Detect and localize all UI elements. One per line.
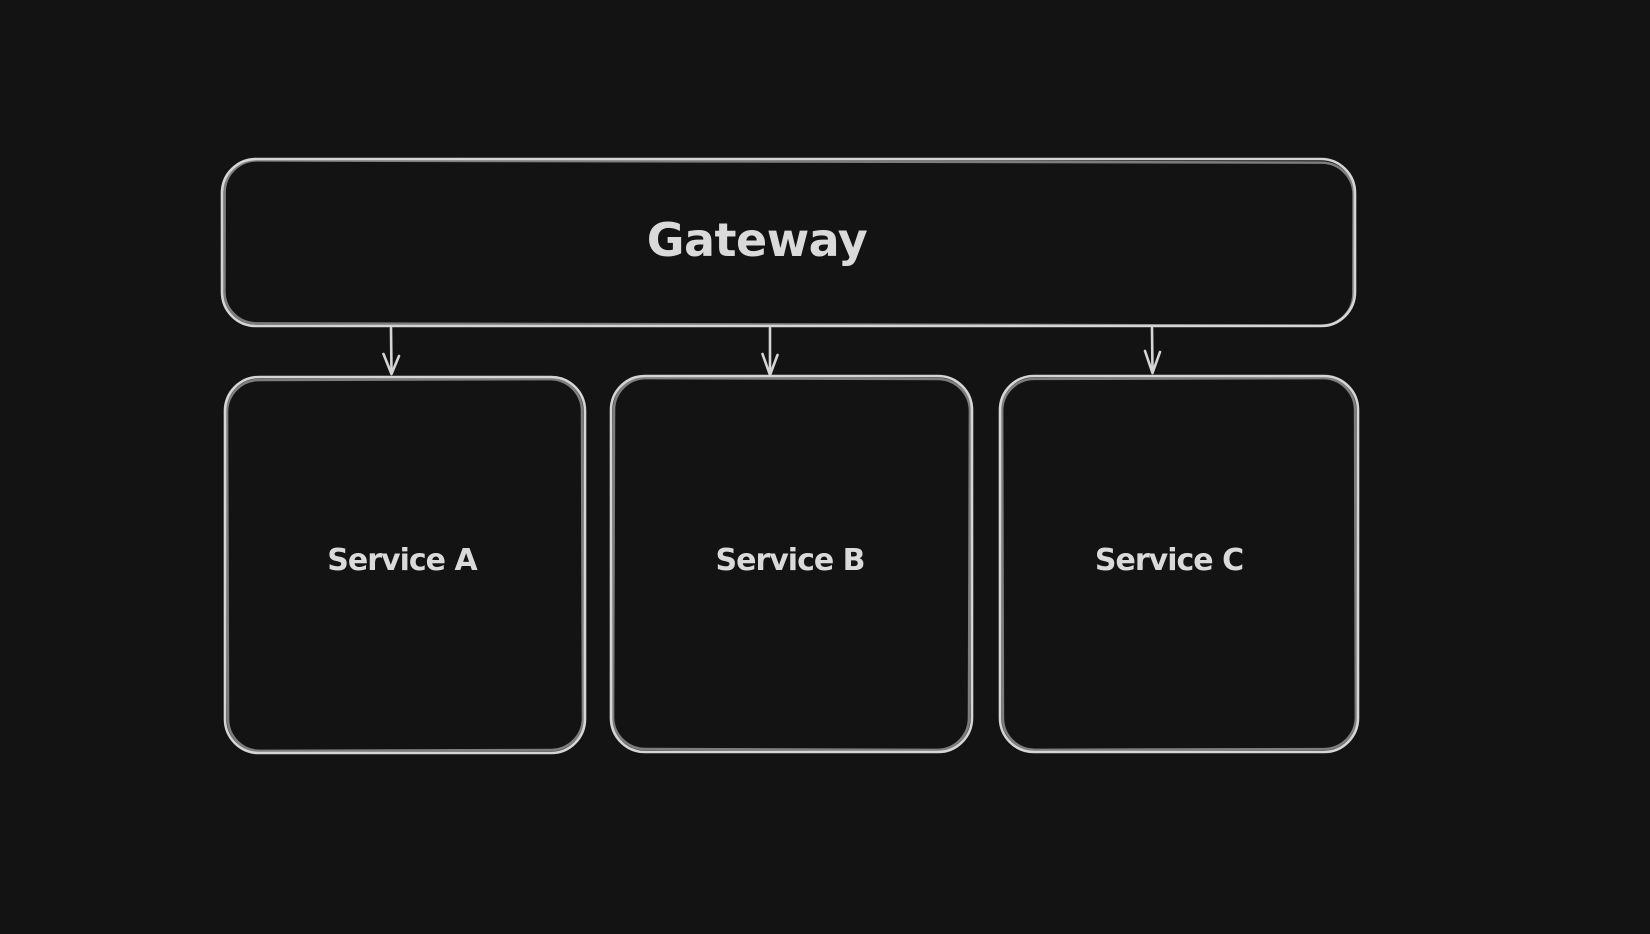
arrow-gateway-to-service-a[interactable]: [382, 326, 401, 376]
service-a-node-outline-echo: [225, 377, 585, 753]
arrow-gateway-to-service-c[interactable]: [1143, 326, 1162, 375]
service-c-node-outline-echo: [1000, 376, 1358, 752]
service-b-node-outline-echo: [611, 376, 972, 752]
gateway-node-outline: [220, 157, 1357, 328]
arrow-line: [389, 326, 393, 375]
service-a-node[interactable]: [223, 375, 587, 755]
service-b-node[interactable]: [609, 374, 974, 754]
service-b-node-outline: [609, 374, 974, 754]
arrow-head: [761, 352, 779, 377]
service-c-node[interactable]: [998, 374, 1360, 754]
arrow-head: [382, 352, 401, 376]
arrow-gateway-to-service-b[interactable]: [761, 326, 779, 377]
service-a-node-outline: [223, 375, 587, 755]
service-c-node-outline: [998, 374, 1360, 754]
gateway-node-outline-echo: [223, 159, 1355, 327]
gateway-node[interactable]: [220, 157, 1357, 328]
arrow-line: [1150, 326, 1154, 374]
arrow-head: [1143, 349, 1162, 375]
